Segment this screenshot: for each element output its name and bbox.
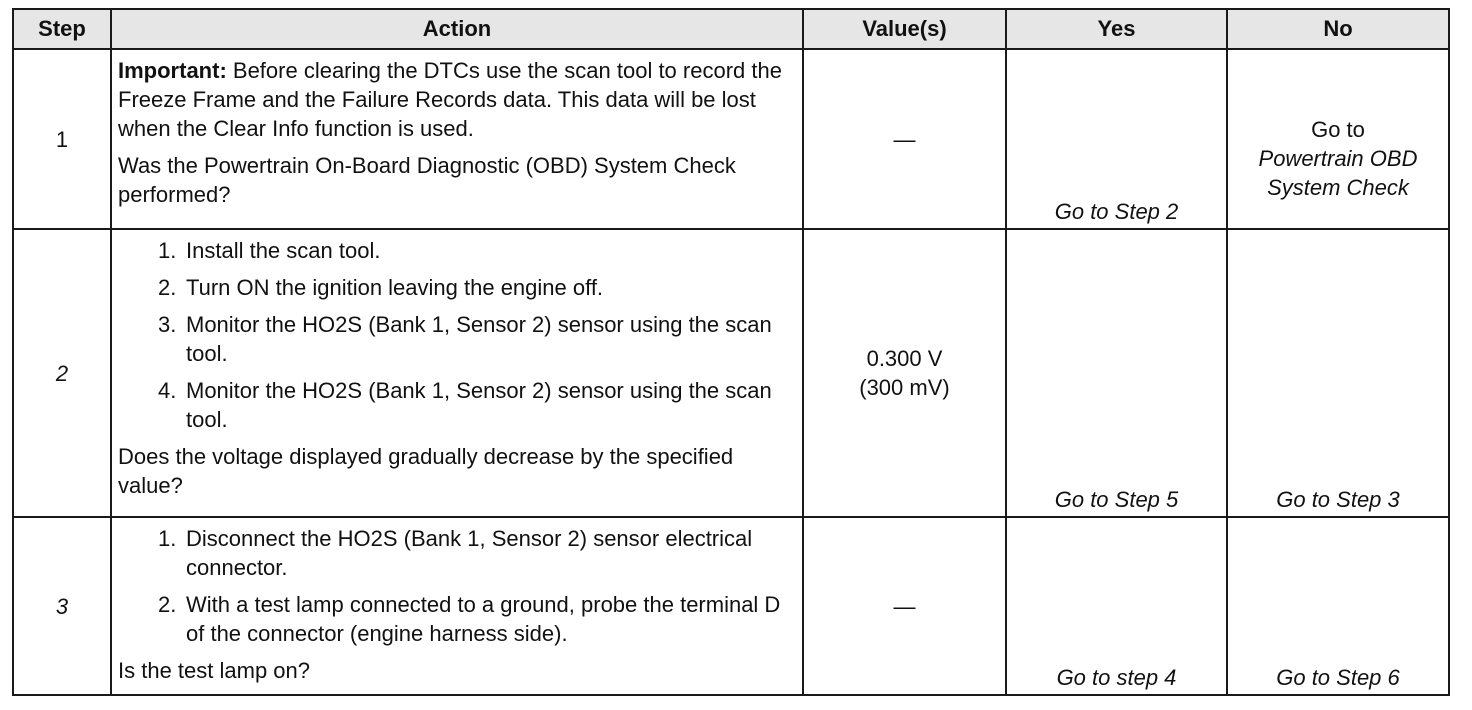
- header-yes: Yes: [1005, 8, 1228, 50]
- action-cell: 1.Install the scan tool. 2.Turn ON the i…: [110, 228, 804, 518]
- action-cell: Important: Before clearing the DTCs use …: [110, 48, 804, 230]
- value-cell: 0.300 V (300 mV): [802, 228, 1007, 518]
- procedure-item: 3.Monitor the HO2S (Bank 1, Sensor 2) se…: [158, 312, 772, 366]
- header-action: Action: [110, 8, 804, 50]
- procedure-item: 1.Install the scan tool.: [158, 238, 381, 263]
- procedure-list: 1.Disconnect the HO2S (Bank 1, Sensor 2)…: [118, 524, 792, 648]
- step-question: Is the test lamp on?: [118, 658, 310, 683]
- no-link: Go to Step 3: [1226, 228, 1450, 518]
- step-number: 1: [12, 48, 112, 230]
- procedure-item: 4.Monitor the HO2S (Bank 1, Sensor 2) se…: [158, 378, 772, 432]
- header-step: Step: [12, 8, 112, 50]
- yes-link: Go to Step 2: [1005, 48, 1228, 230]
- no-link: Go to Powertrain OBD System Check: [1226, 48, 1450, 230]
- step-number: 2: [12, 228, 112, 518]
- value-cell: —: [802, 516, 1007, 696]
- header-row: Step Action Value(s) Yes No: [12, 8, 1450, 50]
- important-text: Before clearing the DTCs use the scan to…: [118, 58, 782, 141]
- header-values: Value(s): [802, 8, 1007, 50]
- no-link-prefix: Go to: [1311, 116, 1365, 142]
- table-row-step-3: 3 1.Disconnect the HO2S (Bank 1, Sensor …: [12, 516, 1450, 696]
- procedure-item: 2.Turn ON the ignition leaving the engin…: [158, 275, 604, 300]
- yes-link: Go to Step 5: [1005, 228, 1228, 518]
- procedure-item: 1.Disconnect the HO2S (Bank 1, Sensor 2)…: [158, 526, 753, 580]
- procedure-item: 2.With a test lamp connected to a ground…: [158, 592, 781, 646]
- important-note: Important: Before clearing the DTCs use …: [118, 56, 792, 143]
- diagnostic-table: Step Action Value(s) Yes No 1 Important:…: [12, 8, 1450, 696]
- value-cell: —: [802, 48, 1007, 230]
- yes-link: Go to step 4: [1005, 516, 1228, 696]
- value-volts: 0.300 V: [866, 346, 943, 371]
- no-link: Go to Step 6: [1226, 516, 1450, 696]
- header-no: No: [1226, 8, 1450, 50]
- value-millivolts: (300 mV): [859, 375, 950, 400]
- step-question: Does the voltage displayed gradually dec…: [118, 444, 734, 498]
- table-row-step-1: 1 Important: Before clearing the DTCs us…: [12, 48, 1450, 230]
- table-row-step-2: 2 1.Install the scan tool. 2.Turn ON the…: [12, 228, 1450, 518]
- procedure-list: 1.Install the scan tool. 2.Turn ON the i…: [118, 236, 792, 434]
- step-question: Was the Powertrain On-Board Diagnostic (…: [118, 153, 736, 207]
- step-number: 3: [12, 516, 112, 696]
- action-cell: 1.Disconnect the HO2S (Bank 1, Sensor 2)…: [110, 516, 804, 696]
- no-link-target: Powertrain OBD System Check: [1258, 145, 1418, 200]
- important-label: Important:: [118, 58, 227, 83]
